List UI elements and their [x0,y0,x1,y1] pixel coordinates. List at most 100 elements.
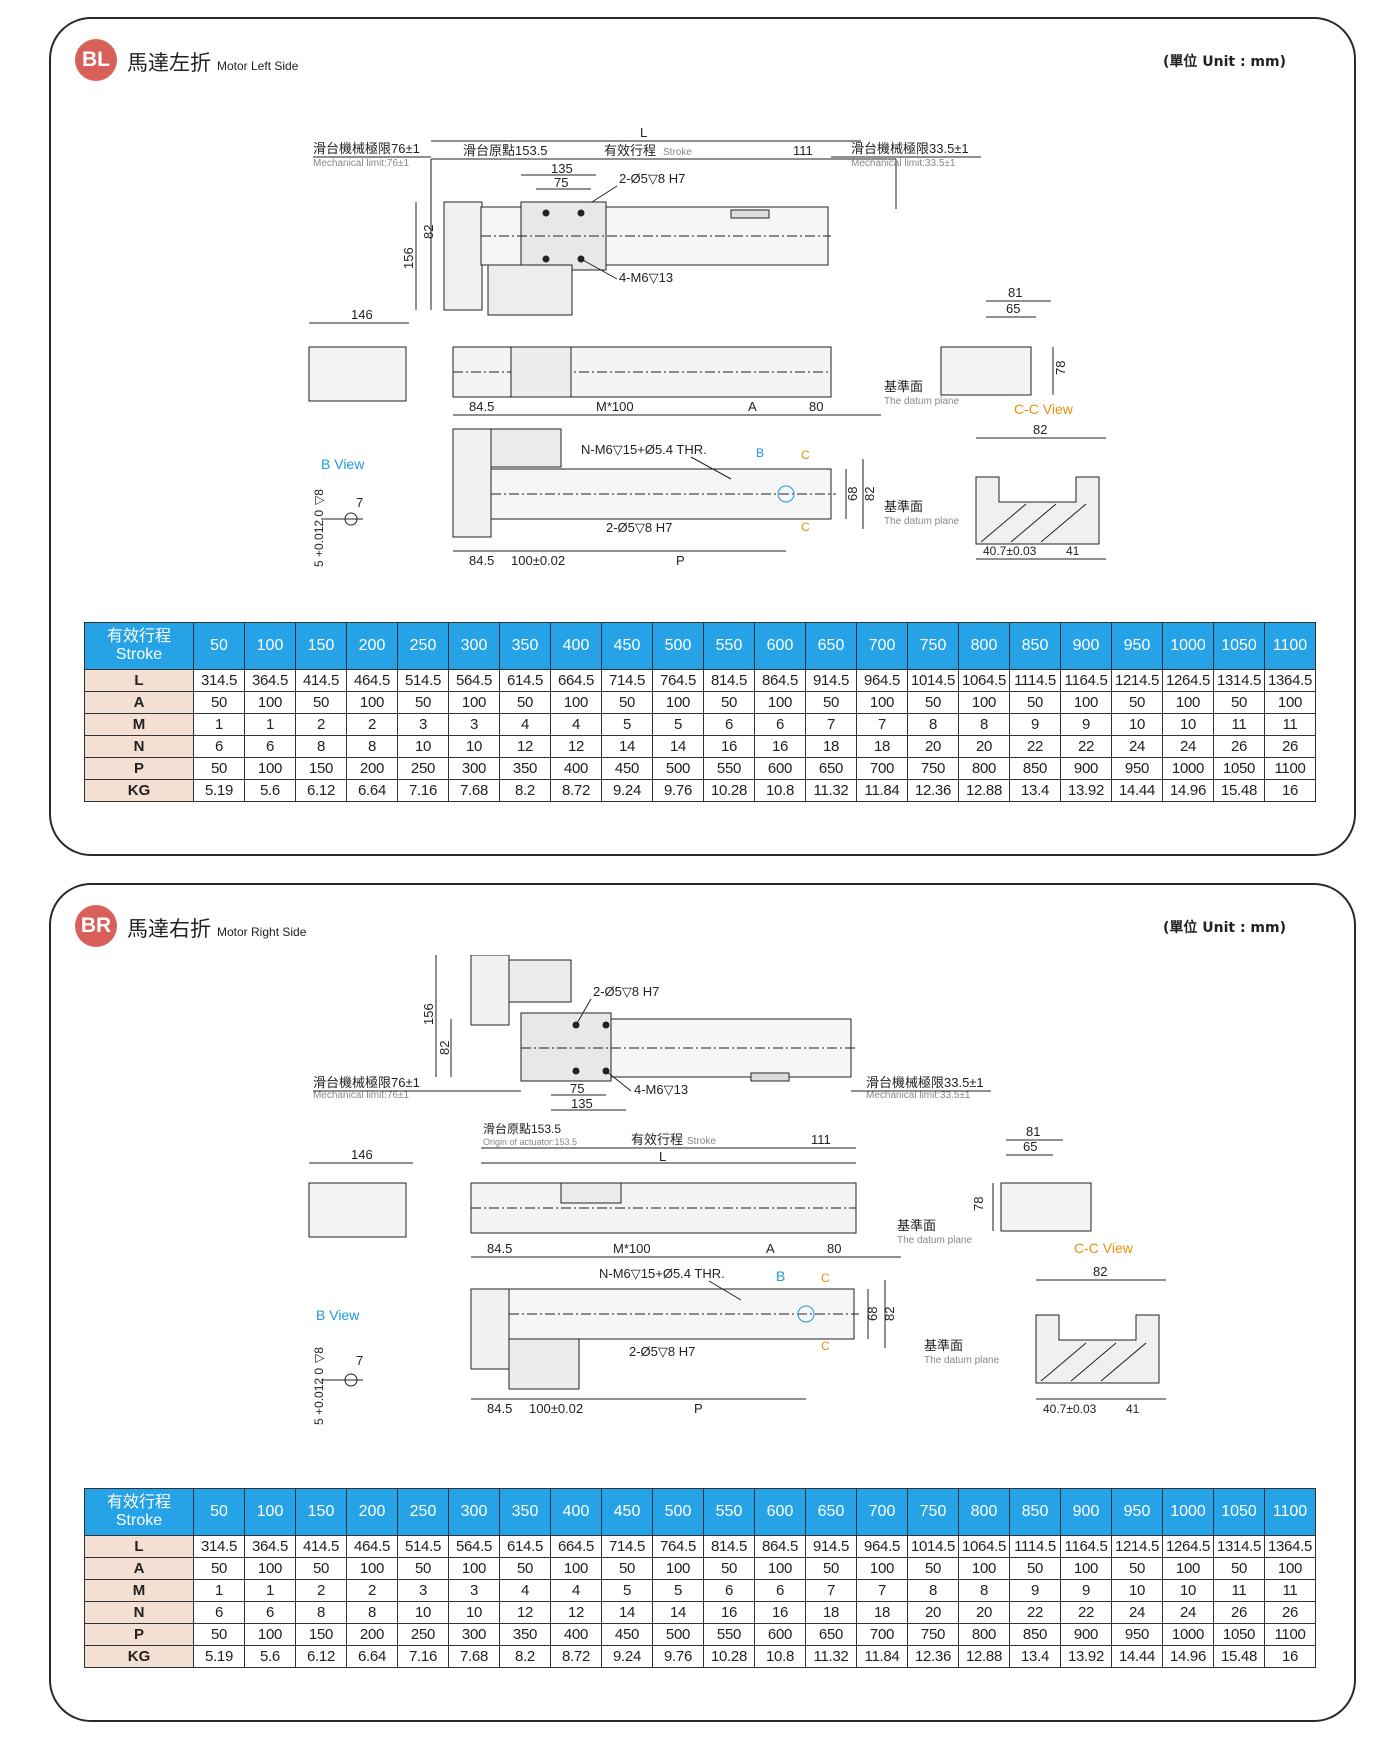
stroke-col: 400 [550,1488,602,1536]
table-cell: 26 [1213,1601,1265,1624]
table-cell: 7 [856,1579,908,1602]
table-cell: 26 [1264,1601,1316,1624]
table-cell: 1164.5 [1060,1535,1112,1558]
tol-label: 5 +0.012 0 [312,1368,326,1425]
table-cell: 9.76 [652,779,704,802]
c-marker-top: C [821,1271,830,1285]
table-cell: 100 [856,1557,908,1580]
table-cell: 26 [1213,735,1265,758]
table-cell: 450 [601,757,653,780]
table-cell: 764.5 [652,1535,704,1558]
table-cell: 850 [1009,1623,1061,1646]
table-cell: 16 [754,735,806,758]
table-cell: 700 [856,1623,908,1646]
table-cell: 16 [703,735,755,758]
table-cell: 100 [1264,1557,1316,1580]
unit-label: (單位 Unit : mm) [1162,920,1286,936]
table-cell: 2 [346,1579,398,1602]
stroke-col: 200 [346,622,398,670]
table-cell: 350 [499,1623,551,1646]
table-cell: 8.2 [499,779,551,802]
table-cell: 550 [703,1623,755,1646]
table-cell: 1050 [1213,1623,1265,1646]
dim-65: 65 [1006,301,1020,316]
table-cell: 314.5 [193,1535,245,1558]
table-cell: 1264.5 [1162,1535,1214,1558]
table-cell: 200 [346,1623,398,1646]
table-cell: 564.5 [448,669,500,692]
table-cell: 26 [1264,735,1316,758]
table-cell: 50 [907,691,959,714]
dim-P: P [676,553,685,568]
table-cell: 2 [295,1579,347,1602]
table-cell: 50 [193,1623,245,1646]
table-cell: 800 [958,1623,1010,1646]
table-cell: 1014.5 [907,669,959,692]
dim-82-top: 82 [421,225,436,239]
table-cell: 714.5 [601,1535,653,1558]
row-label: L [84,669,194,692]
table-cell: 100 [244,691,296,714]
table-cell: 550 [703,757,755,780]
table-cell: 1364.5 [1264,669,1316,692]
table-cell: 500 [652,1623,704,1646]
table-cell: 15.48 [1213,1645,1265,1668]
table-cell: 514.5 [397,669,449,692]
table-cell: 800 [958,757,1010,780]
table-cell: 24 [1111,1601,1163,1624]
table-cell: 1214.5 [1111,669,1163,692]
table-cell: 4 [550,713,602,736]
table-cell: 100 [448,1557,500,1580]
dim-84-5-top: 84.5 [469,399,494,414]
title-en: Motor Right Side [217,925,307,939]
table-cell: 50 [601,1557,653,1580]
stroke-col: 1100 [1264,1488,1316,1536]
table-cell: 18 [856,735,908,758]
table-cell: 664.5 [550,669,602,692]
table-cell: 5 [601,713,653,736]
table-cell: 50 [397,691,449,714]
unit-label: (單位 Unit : mm) [1162,54,1286,70]
table-cell: 100 [448,691,500,714]
table-cell: 600 [754,1623,806,1646]
mech-right-zh: 滑台機械極限33.5±1 [866,1075,984,1090]
table-cell: 8 [295,735,347,758]
table-cell: 9 [1060,713,1112,736]
table-cell: 814.5 [703,669,755,692]
table-cell: 14 [652,735,704,758]
table-cell: 16 [703,1601,755,1624]
table-cell: 16 [1264,1645,1316,1668]
dim-75: 75 [570,1081,584,1096]
table-cell: 10 [448,735,500,758]
table-cell: 12.36 [907,779,959,802]
stroke-col: 50 [193,1488,245,1536]
table-cell: 614.5 [499,1535,551,1558]
table-cell: 100 [1162,1557,1214,1580]
tol-depth: ▽8 [312,1347,326,1363]
dim-80: 80 [827,1241,841,1256]
pin2-label: 2-Ø5▽8 H7 [629,1344,695,1359]
stroke-col: 500 [652,1488,704,1536]
bview-label: B View [321,456,365,472]
table-cell: 8 [346,735,398,758]
table-cell: 22 [1060,735,1112,758]
table-cell: 6 [244,1601,296,1624]
table-cell: 950 [1111,757,1163,780]
dim-A: A [748,399,757,414]
dim-68: 68 [865,1307,880,1321]
dim-100: 100±0.02 [529,1401,583,1416]
table-cell: 24 [1111,735,1163,758]
stroke-col: 800 [958,622,1010,670]
table-cell: 1050 [1213,757,1265,780]
table-cell: 8 [295,1601,347,1624]
row-label: A [84,1557,194,1580]
table-cell: 50 [1213,691,1265,714]
pin2-label: 2-Ø5▽8 H7 [606,520,672,535]
stroke-col: 1050 [1213,622,1265,670]
table-cell: 9 [1009,713,1061,736]
table-cell: 964.5 [856,669,908,692]
table-cell: 8.72 [550,779,602,802]
table-cell: 3 [448,713,500,736]
table-cell: 14.96 [1162,779,1214,802]
